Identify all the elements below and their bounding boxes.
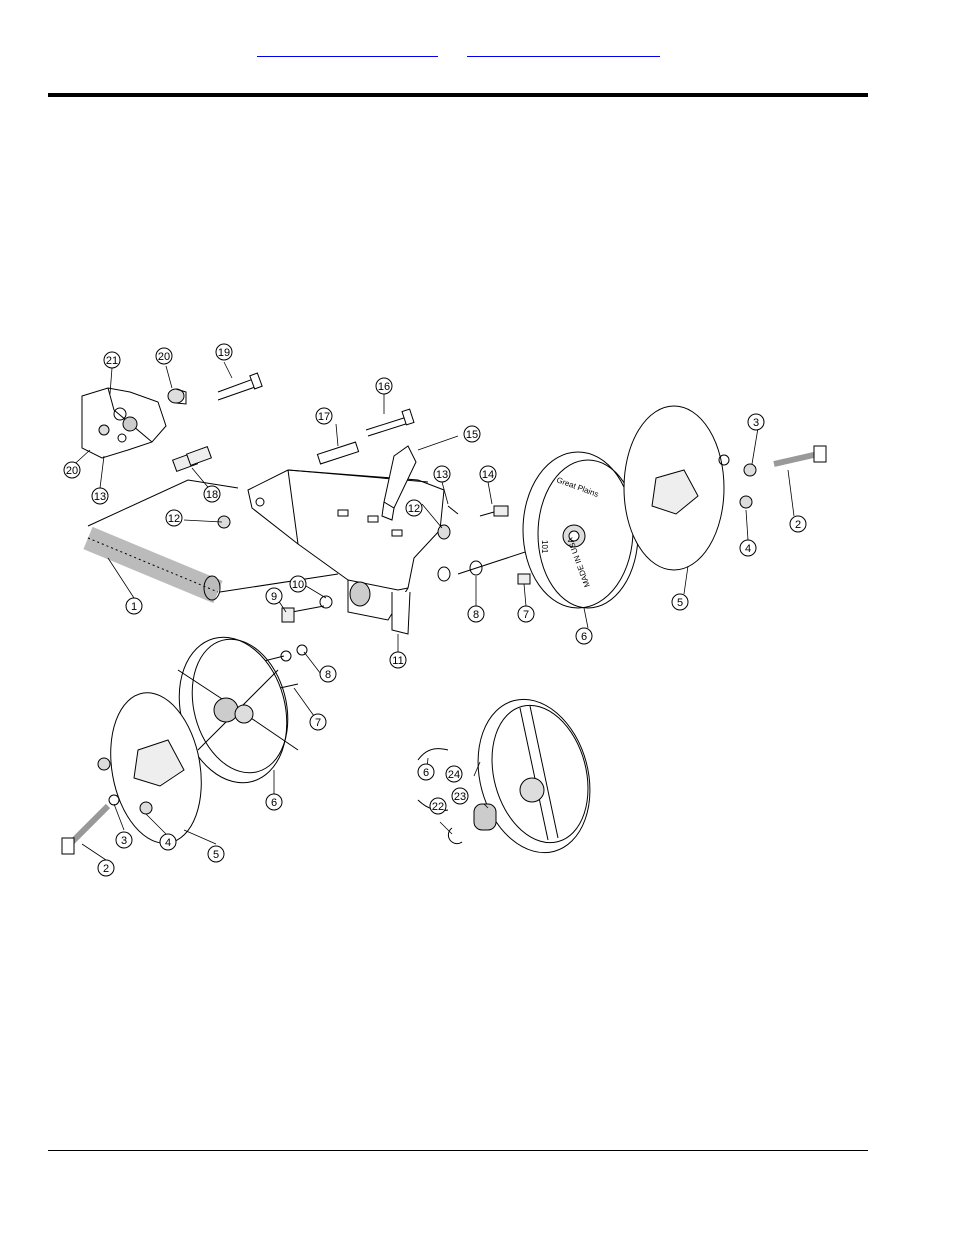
svg-text:6: 6 xyxy=(271,797,277,809)
svg-text:7: 7 xyxy=(523,609,529,621)
disc-part-text: 101 xyxy=(540,540,549,554)
footer-rule xyxy=(48,1150,868,1151)
callout-23: 23 xyxy=(451,787,469,805)
callout-12b: 12 xyxy=(165,509,183,527)
main-arm xyxy=(247,469,445,635)
callout-3b: 3 xyxy=(115,831,133,849)
hardware-left xyxy=(61,757,153,855)
callout-8: 8 xyxy=(467,605,485,623)
svg-text:5: 5 xyxy=(677,597,683,609)
leader-lines xyxy=(67,361,795,861)
callout-9: 9 xyxy=(265,587,283,605)
callouts: 21 20 19 16 17 15 13 14 3 2 4 5 6 7 8 12… xyxy=(63,343,807,877)
bushings xyxy=(167,388,213,473)
callout-13b: 13 xyxy=(91,487,109,505)
callout-18: 18 xyxy=(203,485,221,503)
callout-6: 6 xyxy=(575,627,593,645)
small-parts-right-of-arm xyxy=(217,505,509,540)
callout-20: 20 xyxy=(155,347,173,365)
svg-text:21: 21 xyxy=(106,355,118,367)
callout-1: 1 xyxy=(125,597,143,615)
callout-2b: 2 xyxy=(97,859,115,877)
callout-15: 15 xyxy=(463,425,481,443)
callout-17: 17 xyxy=(315,407,333,425)
parts-diagram: Great Plains 101 MADE IN USA 21 20 19 16… xyxy=(61,343,827,877)
mounting-bracket xyxy=(81,387,167,459)
callout-7b: 7 xyxy=(309,713,327,731)
svg-text:2: 2 xyxy=(103,863,109,875)
callout-20b: 20 xyxy=(63,461,81,479)
svg-text:19: 19 xyxy=(218,347,230,359)
callout-24: 24 xyxy=(445,765,463,783)
callout-8b: 8 xyxy=(319,665,337,683)
header-link-right[interactable] xyxy=(467,40,660,57)
callout-5: 5 xyxy=(671,593,689,611)
disc-6-right xyxy=(522,451,639,609)
svg-text:24: 24 xyxy=(448,769,460,781)
svg-text:20: 20 xyxy=(66,465,78,477)
scraper-5-right xyxy=(623,405,725,571)
hardware-right xyxy=(718,445,827,509)
svg-text:18: 18 xyxy=(206,489,218,501)
callout-10: 10 xyxy=(289,575,307,593)
svg-text:4: 4 xyxy=(165,837,171,849)
scraper-5-left xyxy=(110,692,202,844)
callout-21: 21 xyxy=(103,351,121,369)
svg-text:16: 16 xyxy=(378,381,390,393)
svg-text:8: 8 xyxy=(325,669,331,681)
header-link-left[interactable] xyxy=(257,40,438,57)
svg-text:1: 1 xyxy=(131,601,137,613)
callout-19: 19 xyxy=(215,343,233,361)
header-rule xyxy=(48,93,868,97)
callout-4b: 4 xyxy=(159,833,177,851)
svg-text:8: 8 xyxy=(473,609,479,621)
svg-text:10: 10 xyxy=(292,579,304,591)
svg-text:15: 15 xyxy=(466,429,478,441)
callout-12: 12 xyxy=(405,499,423,517)
pin-17 xyxy=(316,441,360,465)
callout-22: 22 xyxy=(429,797,447,815)
callout-6b: 6 xyxy=(265,793,283,811)
svg-text:11: 11 xyxy=(392,655,403,667)
callout-11: 11 xyxy=(389,651,407,669)
svg-text:5: 5 xyxy=(213,849,219,861)
svg-text:3: 3 xyxy=(121,835,127,847)
svg-text:20: 20 xyxy=(158,351,170,363)
callout-7: 7 xyxy=(517,605,535,623)
svg-text:6: 6 xyxy=(423,767,429,779)
spring-1 xyxy=(83,479,339,604)
svg-text:7: 7 xyxy=(315,717,321,729)
svg-text:2: 2 xyxy=(795,519,801,531)
svg-text:3: 3 xyxy=(753,417,759,429)
callout-3: 3 xyxy=(747,413,765,431)
callout-13: 13 xyxy=(433,465,451,483)
callout-5b: 5 xyxy=(207,845,225,863)
svg-text:17: 17 xyxy=(318,411,330,423)
lever-15 xyxy=(381,445,417,521)
disc-6-left xyxy=(177,636,299,784)
svg-text:12: 12 xyxy=(408,503,420,515)
callout-6c: 6 xyxy=(417,763,435,781)
callout-14: 14 xyxy=(479,465,497,483)
svg-text:9: 9 xyxy=(271,591,277,603)
bolt-16 xyxy=(365,408,415,437)
callout-2: 2 xyxy=(789,515,807,533)
svg-text:6: 6 xyxy=(581,631,587,643)
svg-text:23: 23 xyxy=(454,791,466,803)
svg-text:22: 22 xyxy=(432,801,444,813)
callout-4: 4 xyxy=(739,539,757,557)
svg-text:14: 14 xyxy=(482,469,494,481)
bolt-19 xyxy=(217,372,263,401)
svg-text:4: 4 xyxy=(745,543,751,555)
svg-text:12: 12 xyxy=(168,513,180,525)
svg-text:13: 13 xyxy=(94,491,106,503)
callout-16: 16 xyxy=(375,377,393,395)
disc-assembly-24 xyxy=(417,698,591,854)
svg-text:13: 13 xyxy=(436,469,448,481)
